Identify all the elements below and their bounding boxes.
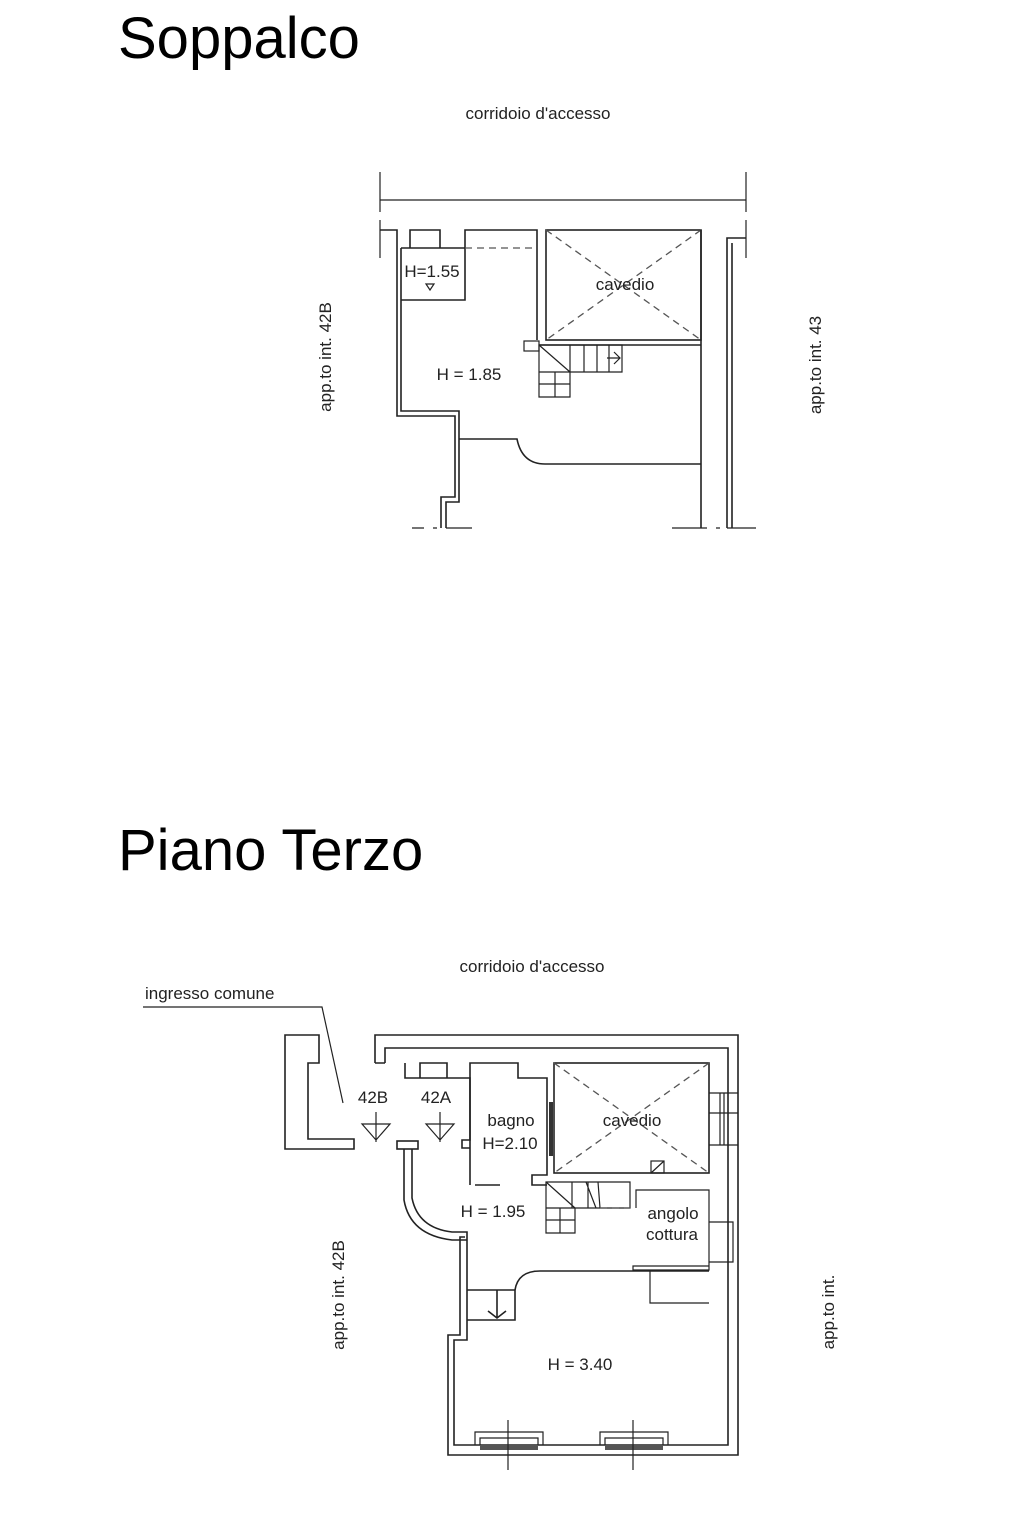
soppalco-plan <box>379 172 756 529</box>
soppalco-left-neighbor-label: app.to int. 42B <box>316 302 335 412</box>
soppalco-small-room-height: H=1.55 <box>404 262 459 281</box>
piano-terzo-left-neighbor-label: app.to int. 42B <box>329 1240 348 1350</box>
soppalco-shaft-label: cavedio <box>596 275 655 294</box>
bathroom-label: bagno <box>487 1111 534 1130</box>
soppalco-corridor-label: corridoio d'accesso <box>466 104 611 123</box>
kitchen-label-line1: angolo <box>647 1204 698 1223</box>
soppalco-right-neighbor-label: app.to int. 43 <box>806 316 825 414</box>
bathroom-height: H=2.10 <box>482 1134 537 1153</box>
piano-terzo-title: Piano Terzo <box>118 818 423 883</box>
soppalco-title: Soppalco <box>118 6 360 71</box>
piano-terzo-plan <box>284 1034 739 1470</box>
door-label-42b: 42B <box>358 1088 388 1107</box>
soppalco-room-height: H = 1.85 <box>437 365 502 384</box>
piano-terzo-corridor-label: corridoio d'accesso <box>460 957 605 976</box>
hall-height: H = 1.95 <box>461 1202 526 1221</box>
entrance-label: ingresso comune <box>145 984 274 1003</box>
entrance-leader-line <box>143 1006 344 1104</box>
piano-terzo-right-neighbor-label: app.to int. <box>819 1275 838 1350</box>
kitchen-label-line2: cottura <box>646 1225 699 1244</box>
door-label-42a: 42A <box>421 1088 452 1107</box>
main-room-height: H = 3.40 <box>548 1355 613 1374</box>
piano-terzo-shaft-label: cavedio <box>603 1111 662 1130</box>
